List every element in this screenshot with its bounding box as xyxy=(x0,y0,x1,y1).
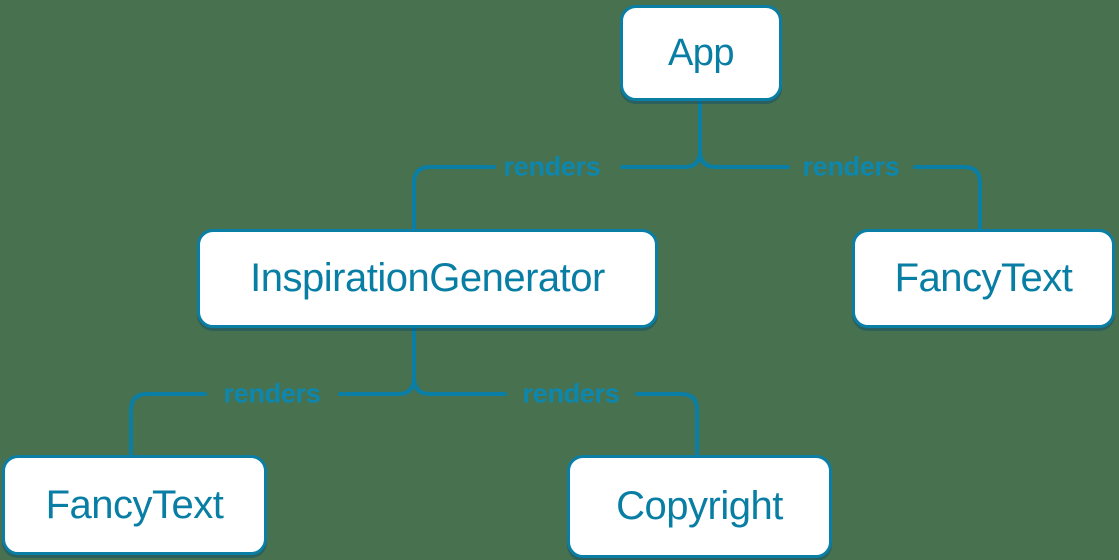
edge-into-copyright xyxy=(635,392,699,458)
node-copyright: Copyright xyxy=(567,455,832,558)
edge-inspiration-junction-left xyxy=(338,326,416,396)
edge-label-app-fancy-text: renders xyxy=(802,151,900,182)
edge-into-fancy-text-bottom xyxy=(129,392,207,458)
edge-app-junction-right xyxy=(698,149,790,169)
edge-app-junction-left xyxy=(620,99,702,169)
node-app: App xyxy=(620,5,782,101)
node-app-label: App xyxy=(667,31,735,74)
node-fancy-text-top-label: FancyText xyxy=(894,256,1073,300)
node-fancy-text-bottom: FancyText xyxy=(2,455,267,555)
node-fancy-text-top: FancyText xyxy=(852,229,1115,328)
node-fancy-text-bottom-label: FancyText xyxy=(45,482,224,527)
node-inspiration-generator-label: InspirationGenerator xyxy=(250,256,605,300)
node-inspiration-generator: InspirationGenerator xyxy=(197,229,658,328)
edge-inspiration-junction-right xyxy=(412,376,507,396)
node-copyright-label: Copyright xyxy=(616,484,783,528)
edge-label-inspiration-generator-copyright: renders xyxy=(522,378,620,409)
edge-into-inspiration-generator xyxy=(412,165,496,232)
edge-label-app-inspiration-generator: renders xyxy=(503,151,601,182)
edge-into-fancy-text-top xyxy=(913,165,982,232)
edge-label-inspiration-generator-fancy-text: renders xyxy=(223,378,321,409)
